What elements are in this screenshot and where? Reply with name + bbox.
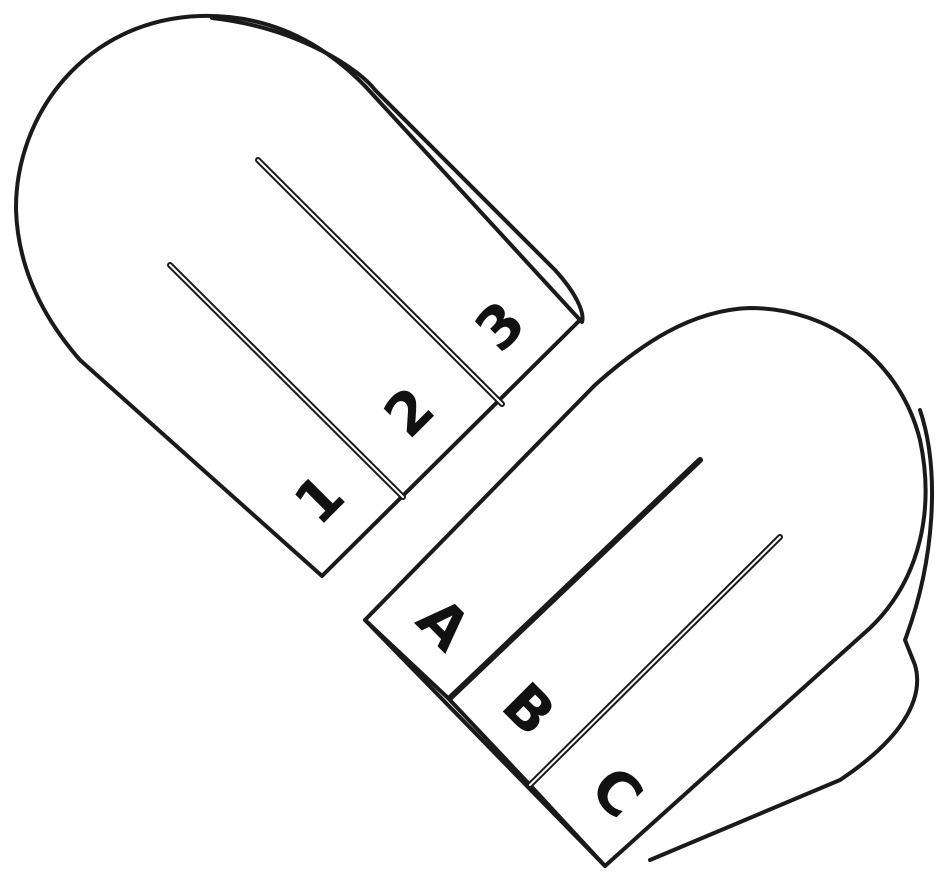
pink-piece: 1 2 3 — [16, 16, 583, 576]
white-label-c: C — [578, 753, 656, 831]
pink-label-3: 3 — [462, 288, 539, 365]
pink-slot-1-inner — [170, 265, 403, 497]
white-piece-back-edge — [650, 410, 932, 860]
white-label-a: A — [404, 584, 484, 664]
white-slot-b-inner — [530, 537, 780, 785]
pink-label-1: 1 — [281, 461, 358, 538]
white-label-b: B — [489, 670, 568, 749]
pink-label-2: 2 — [371, 374, 448, 451]
white-piece: A B C — [365, 308, 932, 866]
